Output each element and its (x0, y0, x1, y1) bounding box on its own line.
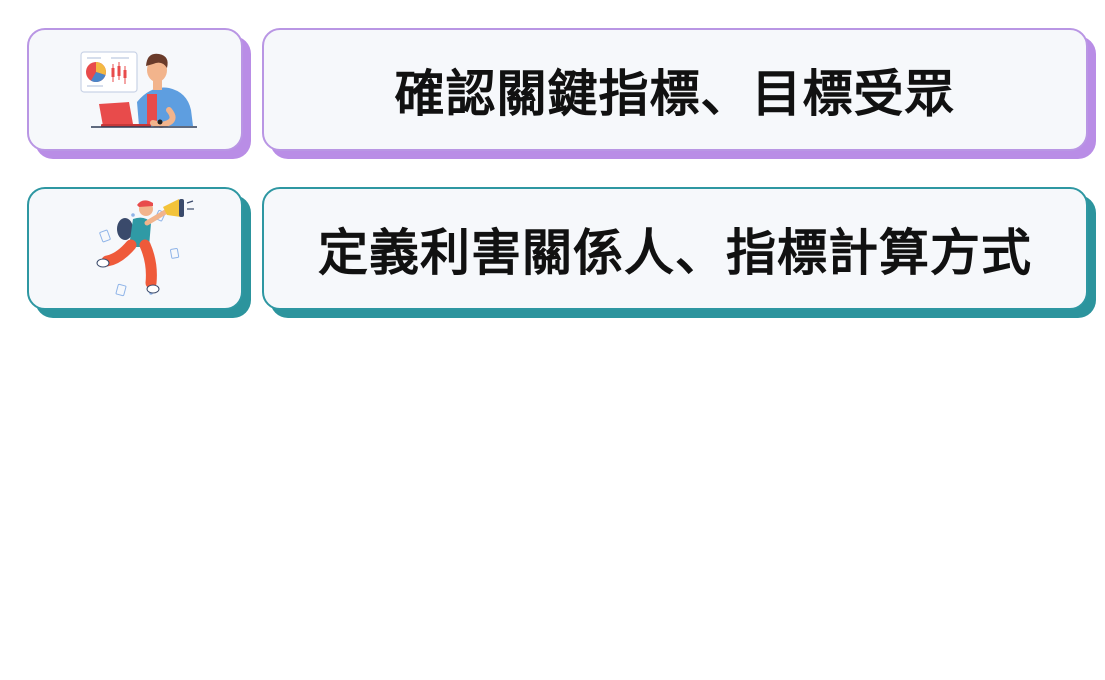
analyst-laptop-pie-chart-icon (80, 51, 197, 129)
step-1-label: 確認關鍵指標、目標受眾 (394, 64, 956, 123)
step-2-thumbnail (27, 187, 243, 310)
person-with-megaphone-icon (96, 199, 194, 297)
step-1-label-card: 確認關鍵指標、目標受眾 (262, 28, 1088, 151)
step-2-label: 定義利害關係人、指標計算方式 (318, 223, 1032, 282)
step-1-thumbnail (27, 28, 243, 151)
step-2-label-card: 定義利害關係人、指標計算方式 (262, 187, 1088, 310)
